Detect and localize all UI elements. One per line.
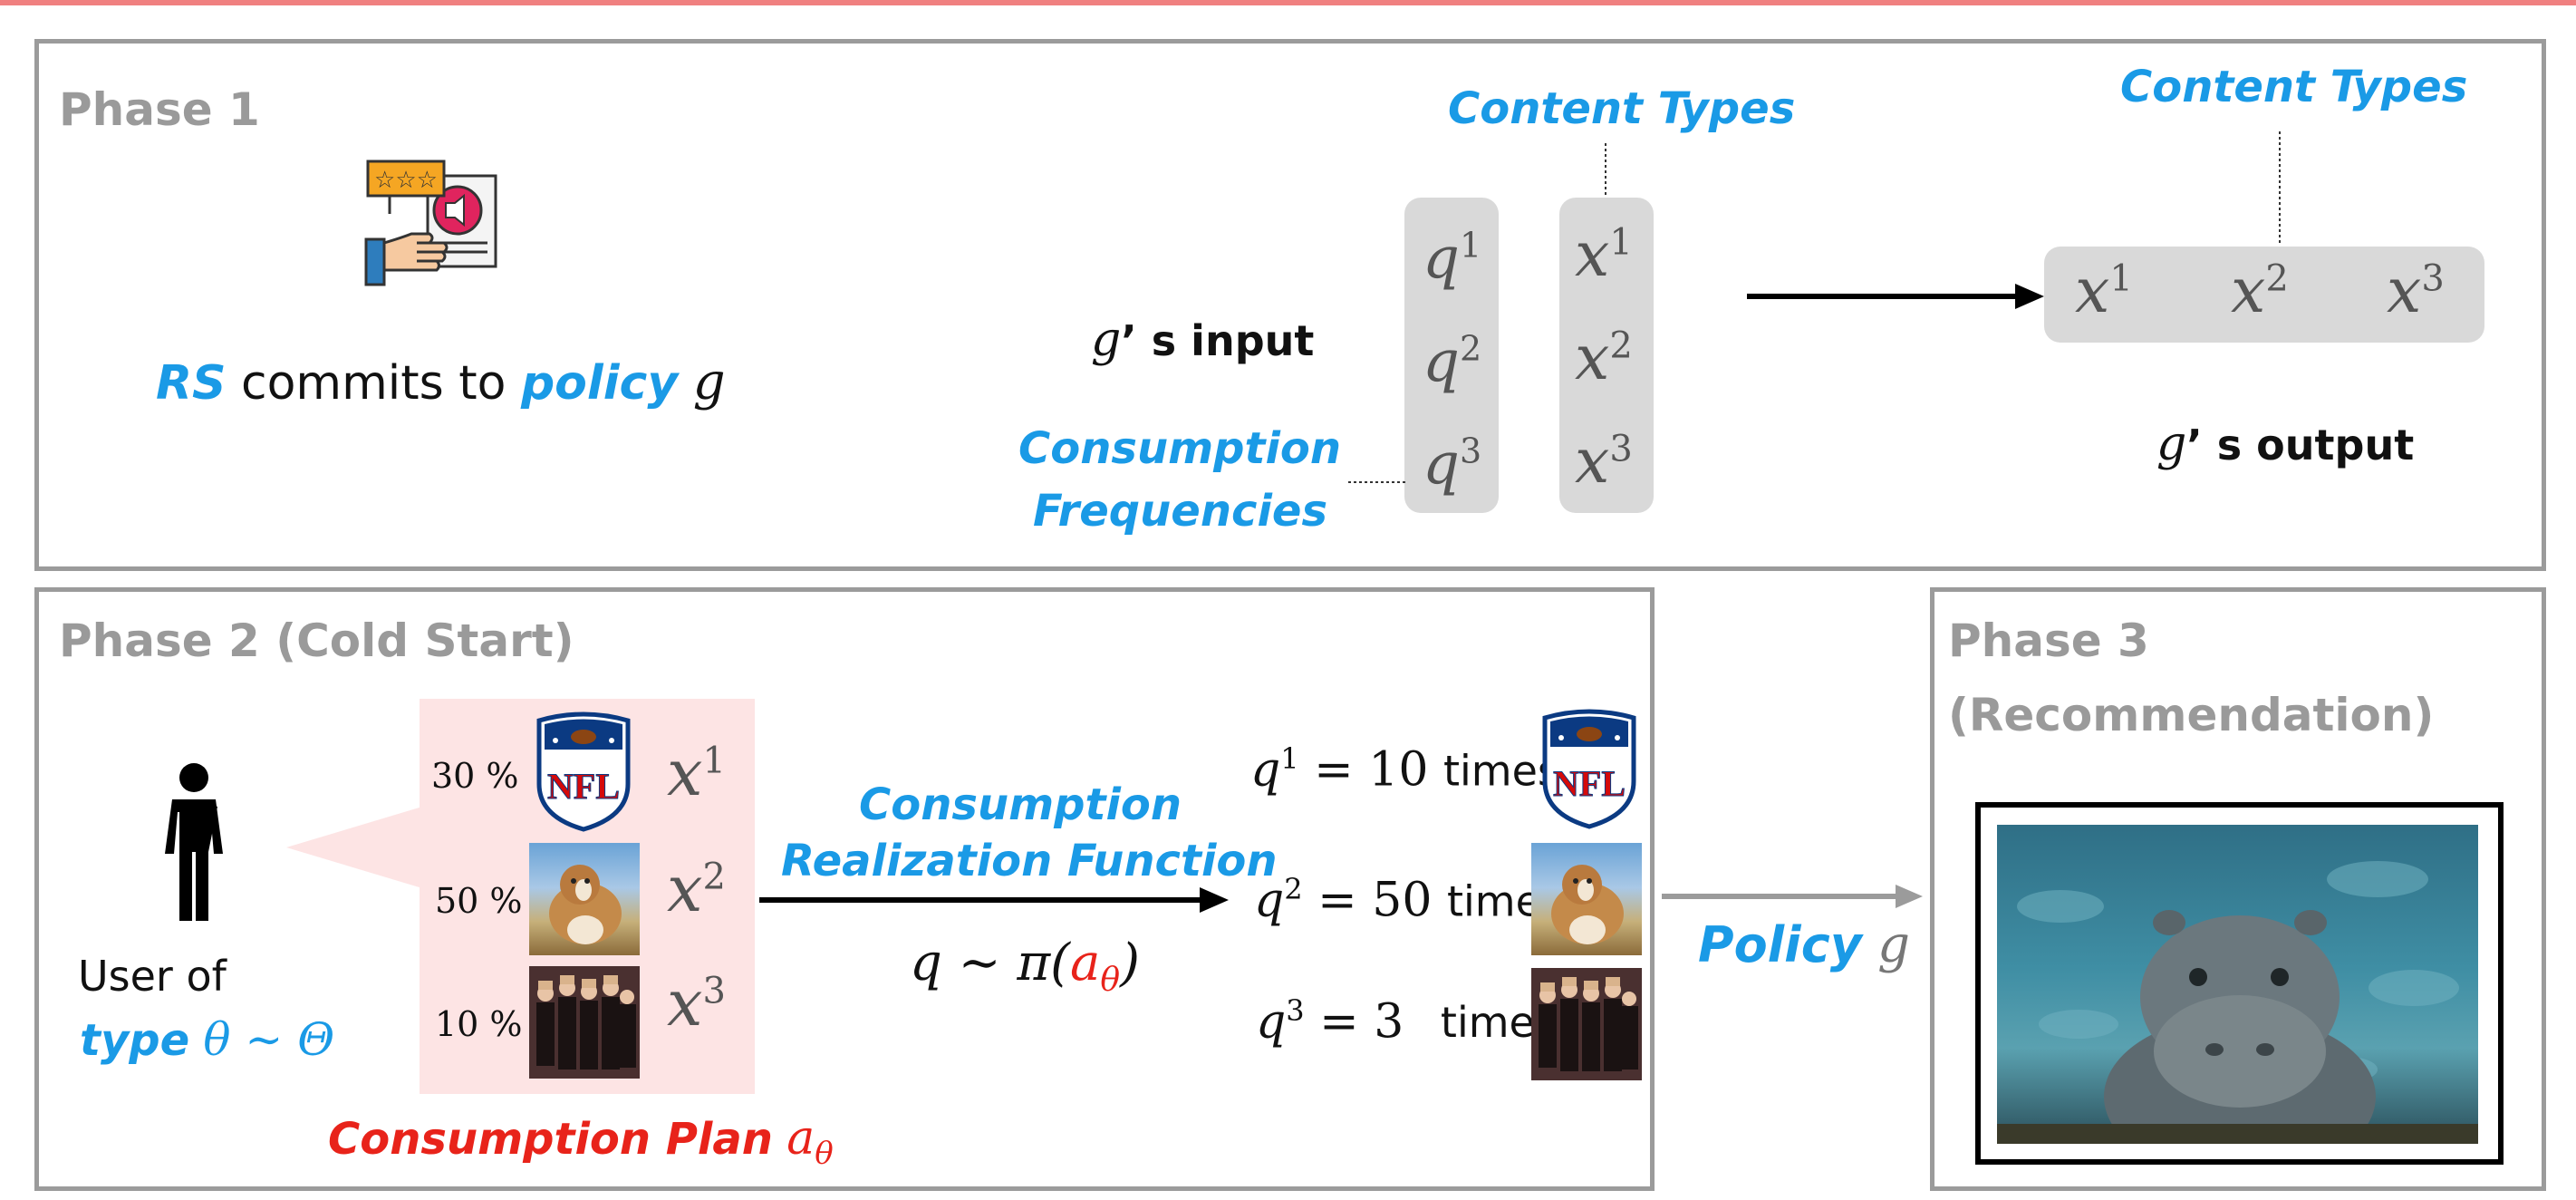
policy-g-label: Policy g — [1698, 915, 1910, 974]
plan-x3: x3 — [667, 966, 726, 1040]
user-of-label: User of — [78, 952, 227, 1001]
consumption-frequencies-leader — [1348, 481, 1406, 483]
dog-photo-result-image — [1531, 843, 1642, 955]
content-types-output-leader — [2279, 131, 2281, 246]
content-types-input-leader — [1605, 143, 1606, 199]
g-output-label: g’ s output — [2156, 417, 2415, 471]
svg-text:☆☆☆: ☆☆☆ — [374, 167, 438, 194]
result-q3: q3 = 3 times — [1256, 993, 1557, 1050]
function-label-line1: Consumption — [859, 779, 1182, 830]
commits-to-label: commits to — [226, 356, 521, 411]
output-x-row — [2044, 247, 2484, 343]
function-label-line2: Realization Function — [781, 836, 1278, 886]
phase2-title: Phase 2 (Cold Start) — [59, 615, 574, 667]
policy-label: policy — [520, 356, 679, 411]
consumption-frequencies-line1: Consumption — [1018, 423, 1342, 474]
group-photo-result-image — [1531, 968, 1642, 1080]
consumption-plan-label: Consumption Plan aθ — [328, 1111, 834, 1172]
input-x2: x2 — [1575, 323, 1633, 394]
content-types-input-label: Content Types — [1448, 83, 1796, 134]
realization-arrow — [759, 887, 1229, 913]
input-to-output-arrow — [1747, 284, 2044, 309]
rs-label: RS — [156, 356, 227, 411]
result-q2: q2 = 50 times — [1254, 872, 1563, 928]
phase2-panel — [34, 587, 1655, 1191]
rs-commits-text: RS commits to policy g — [156, 353, 726, 411]
content-types-output-label: Content Types — [2120, 62, 2468, 112]
policy-arrow — [1662, 885, 1923, 908]
user-figure-icon — [165, 763, 223, 921]
output-x3: x3 — [2387, 256, 2445, 327]
plan-percent-1: 30 % — [431, 756, 519, 796]
plan-percent-3: 10 % — [435, 1004, 523, 1044]
result-q1: q1 = 10 times — [1250, 741, 1559, 798]
nfl-logo-plan-image: NFL — [536, 711, 631, 832]
dog-photo-plan-image — [529, 843, 640, 955]
input-x3: x3 — [1575, 426, 1633, 498]
input-x1: x1 — [1575, 219, 1633, 291]
input-q3: q3 — [1423, 431, 1482, 498]
phase3-title-line2: (Recommendation) — [1948, 689, 2435, 741]
plan-x1: x1 — [667, 736, 726, 810]
svg-text:NFL: NFL — [547, 766, 620, 807]
svg-text:NFL: NFL — [1553, 763, 1626, 804]
group-photo-plan-image — [529, 966, 640, 1079]
phase3-title-line1: Phase 3 — [1948, 615, 2149, 667]
consumption-frequencies-line2: Frequencies — [1033, 486, 1328, 537]
nfl-logo-result-image: NFL — [1542, 709, 1636, 829]
input-q2: q2 — [1423, 328, 1482, 395]
phase1-title: Phase 1 — [59, 83, 260, 136]
top-accent-bar — [0, 0, 2576, 5]
input-q1: q1 — [1423, 225, 1482, 292]
q-sim-pi-expression: q ∼ π(aθ) — [910, 934, 1140, 1000]
output-x2: x2 — [2231, 256, 2289, 327]
plan-percent-2: 50 % — [435, 881, 523, 921]
plan-callout-pointer — [286, 807, 422, 888]
input-x-column — [1559, 198, 1654, 513]
input-q-column — [1404, 198, 1499, 513]
recommender-rating-icon: ☆☆☆ — [364, 160, 497, 286]
output-x1: x1 — [2075, 256, 2133, 327]
user-type-label: type θ ∼ Θ — [80, 1013, 335, 1066]
hippo-recommendation-image — [1997, 825, 2478, 1144]
policy-g-symbol: g — [692, 353, 726, 411]
g-input-label: g’ s input — [1091, 313, 1315, 367]
plan-x2: x2 — [667, 852, 726, 926]
